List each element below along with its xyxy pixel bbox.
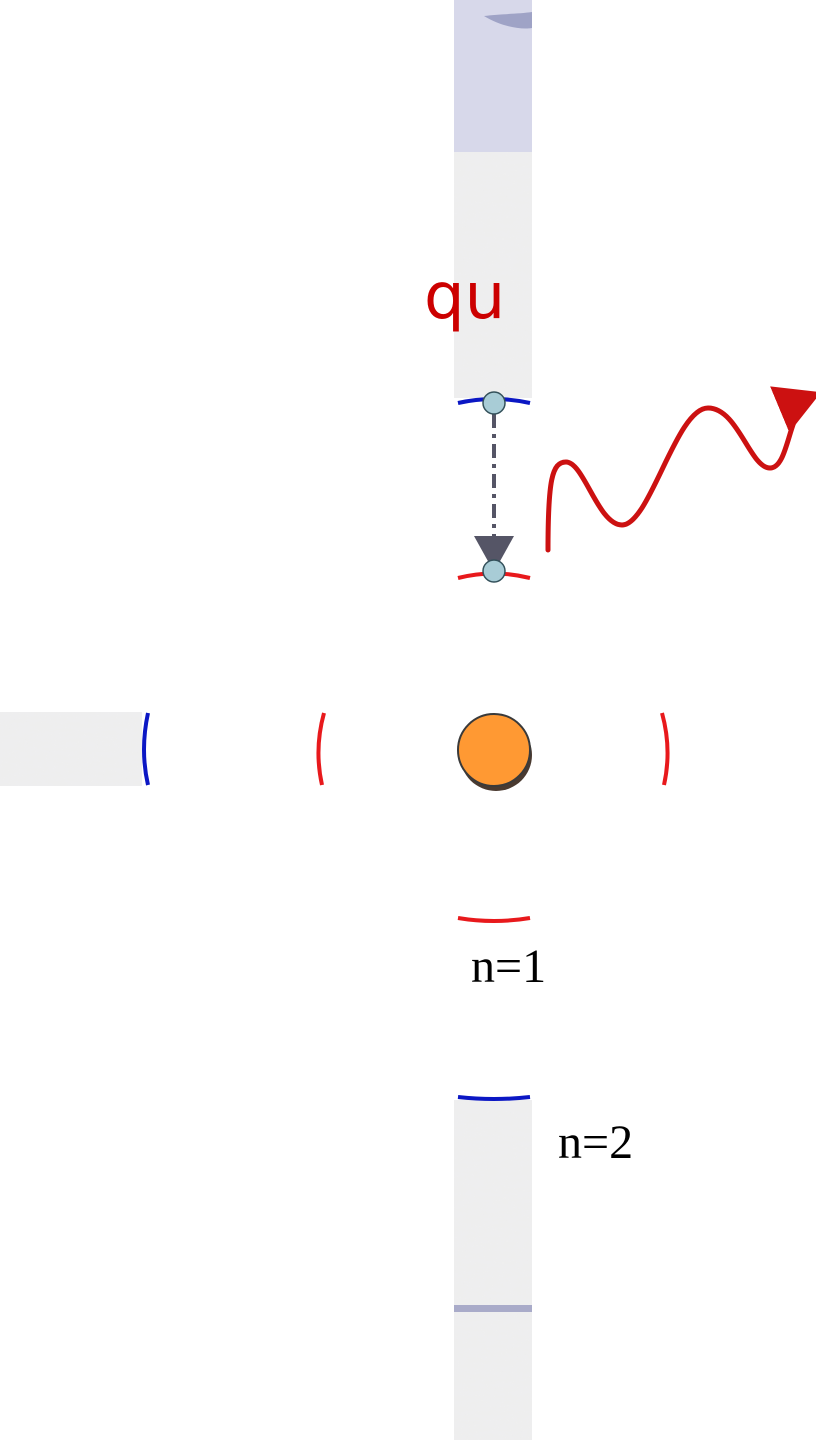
- level-label-n1: n=1: [471, 940, 546, 993]
- electron-final: [482, 559, 506, 583]
- orbit-n1-bottom-arc: [457, 916, 531, 923]
- background-strip: [0, 0, 532, 1440]
- orbit-n2-left-arc: [142, 712, 150, 786]
- orbit-n1-right-arc: [660, 712, 670, 786]
- nucleus-body: [457, 713, 531, 787]
- emitted-photon-wave: [545, 386, 816, 553]
- orbit-n1-left-arc: [316, 712, 326, 786]
- electron-initial: [482, 391, 506, 415]
- strip-divider: [454, 1305, 532, 1312]
- orbit-n2-bottom-arc: [457, 1095, 531, 1101]
- level-label-n2: n=2: [558, 1116, 633, 1169]
- heading-fragment: qu: [424, 260, 505, 334]
- strip-top-mark: [484, 12, 532, 29]
- orbit-n1: [316, 571, 670, 923]
